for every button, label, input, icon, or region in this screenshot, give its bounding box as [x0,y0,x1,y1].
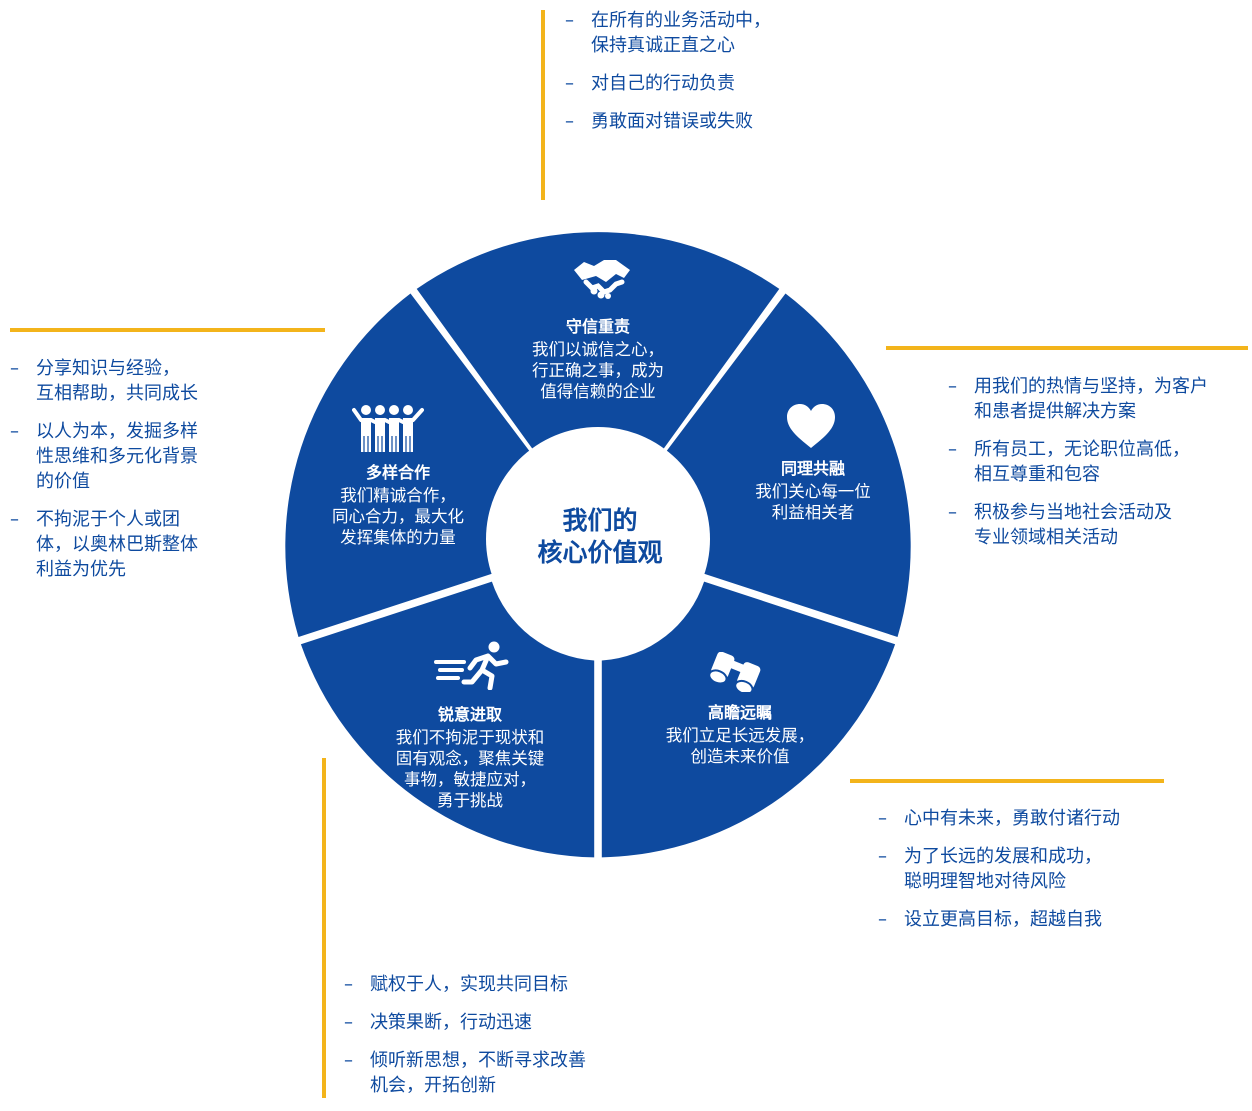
center-title: 我们的 核心价值观 [520,505,680,569]
list-item: – 分享知识与经验， 互相帮助，共同成长 [10,358,198,404]
segment-foresight-desc-line: 创造未来价值 [690,747,790,766]
center-circle [486,427,710,651]
segment-agility-desc-line: 我们不拘泥于现状和 [395,728,545,747]
bullet-list-agility: – 赋权于人，实现共同目标 – 决策果断，行动迅速 – 倾听新思想，不断寻求改善… [344,972,586,1111]
list-item-text: 决策果断，行动迅速 [370,1012,532,1033]
list-item: – 对自己的行动负责 [565,71,771,96]
list-item: – 用我们的热情与坚持，为客户 和患者提供解决方案 [948,376,1208,422]
list-item-text: 专业领域相关活动 [974,527,1118,548]
list-item: – 心中有未来，勇敢付诸行动 [878,808,1120,829]
list-item-text: 性思维和多元化背景 [36,446,198,467]
connector-line-foresight [850,779,1164,783]
list-item-text: 对自己的行动负责 [591,73,735,94]
list-item: – 勇敢面对错误或失败 [565,109,771,134]
list-item-text: 互相帮助，共同成长 [36,383,198,404]
segment-agility-desc-line: 事物，敏捷应对， [404,770,536,789]
bullet-list-integrity: – 在所有的业务活动中， 保持真诚正直之心 – 对自己的行动负责 – 勇敢面对错… [565,8,771,147]
segment-integrity-text: 守信重责 我们以诚信之心， 行正确之事，成为 值得信赖的企业 [518,316,678,402]
bullet-list-foresight: – 心中有未来，勇敢付诸行动 – 为了长远的发展和成功， 聪明理智地对待风险 –… [878,806,1120,945]
list-item-text: 不拘泥于个人或团 [36,509,180,530]
list-item-text: 用我们的热情与坚持，为客户 [974,376,1208,397]
list-item-text: 的价值 [36,471,90,492]
bullet-list-teamwork: – 分享知识与经验， 互相帮助，共同成长 – 以人为本，发掘多样 性思维和多元化… [10,356,198,595]
connector-line-agility [322,758,326,1098]
connector-line-teamwork [10,328,325,332]
segment-empathy-title: 同理共融 [780,459,845,478]
list-item-text: 相互尊重和包容 [974,464,1100,485]
connector-line-empathy [886,346,1248,350]
segment-agility-desc-line: 固有观念，聚焦关键 [395,749,545,768]
segment-empathy-desc-line: 我们关心每一位 [755,482,871,501]
connector-line-integrity [541,10,545,200]
segment-teamwork-desc-line: 同心合力，最大化 [332,507,464,526]
list-item: – 所有员工，无论职位高低， 相互尊重和包容 [948,437,1208,487]
segment-foresight-text: 高瞻远瞩 我们立足长远发展， 创造未来价值 [650,702,830,767]
list-item-text: 为了长远的发展和成功， [904,846,1102,867]
list-item-text: 聪明理智地对待风险 [904,871,1066,892]
bullet-list-empathy: – 用我们的热情与坚持，为客户 和患者提供解决方案 – 所有员工，无论职位高低，… [948,374,1208,563]
list-item-text: 利益为优先 [36,559,126,580]
list-item: – 为了长远的发展和成功， 聪明理智地对待风险 [878,844,1120,894]
segment-teamwork-desc-line: 我们精诚合作， [340,486,456,505]
segment-agility-desc-line: 勇于挑战 [437,791,503,810]
list-item-text: 倾听新思想，不断寻求改善 [370,1050,586,1071]
list-item: – 不拘泥于个人或团 体，以奥林巴斯整体 利益为优先 [10,509,198,580]
segment-foresight-title: 高瞻远瞩 [707,703,772,722]
list-item-text: 体，以奥林巴斯整体 [36,534,198,555]
list-item-text: 分享知识与经验， [36,358,180,379]
list-item-text: 和患者提供解决方案 [974,401,1136,422]
segment-integrity-desc-line: 值得信赖的企业 [540,382,656,401]
segment-integrity-desc-line: 行正确之事，成为 [532,361,664,380]
handshake-icon [574,260,630,299]
list-item: – 积极参与当地社会活动及 专业领域相关活动 [948,500,1208,550]
list-item: – 决策果断，行动迅速 [344,1010,586,1035]
segment-teamwork-title: 多样合作 [365,463,430,482]
segment-integrity-desc-line: 我们以诚信之心， [532,340,664,359]
segment-agility-text: 锐意进取 我们不拘泥于现状和 固有观念，聚焦关键 事物，敏捷应对， 勇于挑战 [380,704,560,811]
binoculars-icon [708,652,761,692]
segment-teamwork [285,293,531,637]
list-item-text: 所有员工，无论职位高低， [974,439,1190,460]
heart-icon [787,404,835,448]
list-item-text: 赋权于人，实现共同目标 [370,974,568,995]
runner-icon [434,641,509,690]
segment-empathy [665,293,911,637]
center-title-line: 核心价值观 [537,538,663,567]
list-item: – 赋权于人，实现共同目标 [344,972,586,997]
segment-empathy-text: 同理共融 我们关心每一位 利益相关者 [733,458,893,523]
segment-foresight [601,581,896,858]
segment-teamwork-desc-line: 发挥集体的力量 [340,528,456,547]
list-item-text: 以人为本，发掘多样 [36,421,198,442]
list-item-text: 积极参与当地社会活动及 [974,502,1172,523]
segment-teamwork-text: 多样合作 我们精诚合作， 同心合力，最大化 发挥集体的力量 [318,462,478,548]
segment-agility-title: 锐意进取 [437,705,502,724]
list-item: – 设立更高目标，超越自我 [878,907,1120,932]
list-item: – 倾听新思想，不断寻求改善 机会，开拓创新 [344,1050,586,1096]
list-item-text: 设立更高目标，超越自我 [904,909,1102,930]
team-icon [352,405,424,452]
segment-agility [300,581,595,858]
center-title-line: 我们的 [562,506,638,535]
list-item: – 以人为本，发掘多样 性思维和多元化背景 的价值 [10,421,198,492]
segment-foresight-desc-line: 我们立足长远发展， [665,726,815,745]
list-item-text: 机会，开拓创新 [370,1075,496,1096]
segment-integrity-title: 守信重责 [565,317,630,336]
segment-integrity [416,232,780,453]
list-item-text: 心中有未来，勇敢付诸行动 [904,808,1120,829]
list-item-text: 在所有的业务活动中， [591,10,771,31]
list-item: – 在所有的业务活动中， 保持真诚正直之心 [565,10,771,56]
list-item-text: 勇敢面对错误或失败 [591,111,753,132]
wheel-segments [285,232,911,858]
list-item-text: 保持真诚正直之心 [591,35,735,56]
segment-empathy-desc-line: 利益相关者 [771,503,855,522]
